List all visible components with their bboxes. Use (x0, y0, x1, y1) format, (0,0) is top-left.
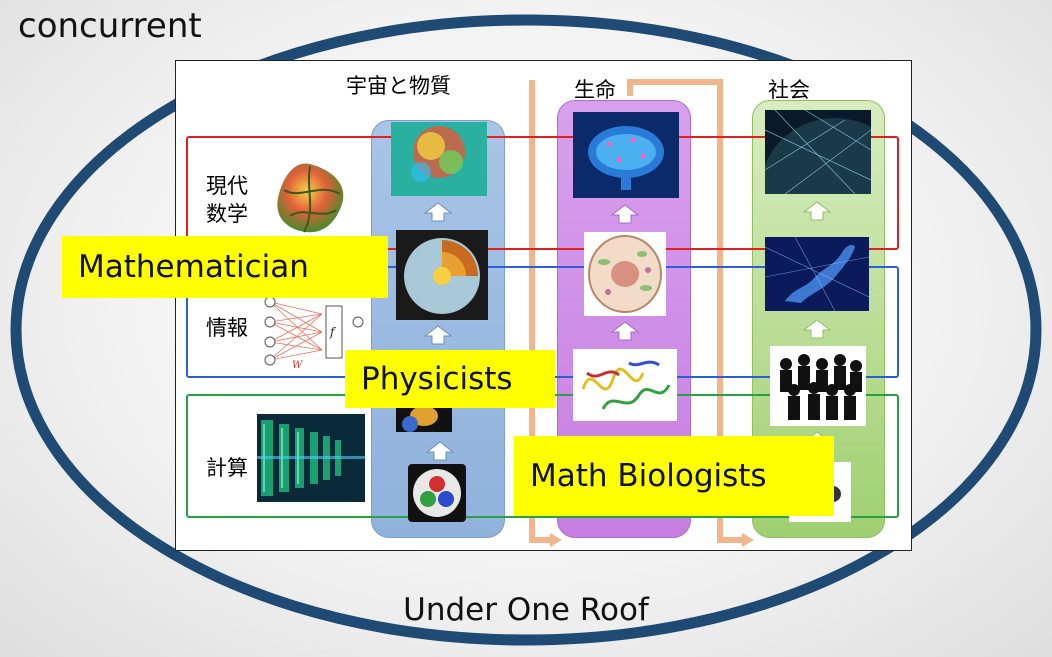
band-math (186, 136, 899, 250)
column-label-cosmos: 宇宙と物質 (346, 74, 451, 98)
math-surface-image (277, 163, 344, 233)
up-arrow-icon (610, 321, 640, 341)
neural-network-image: f W (264, 296, 364, 371)
row-label-math: 現代 数学 (206, 174, 248, 226)
callout-physicists: Physicists (345, 350, 555, 408)
supercomputer-image (257, 414, 365, 502)
earth-network-image (765, 110, 871, 194)
svg-text:W: W (292, 360, 303, 371)
particle-image (396, 406, 452, 432)
up-arrow-icon (423, 325, 453, 345)
crowd-image (770, 346, 866, 426)
up-arrow-icon (425, 441, 455, 461)
column-label-society: 社会 (768, 78, 810, 102)
planet-core-image (396, 230, 488, 320)
cell-image (584, 232, 666, 316)
row-label-info: 情報 (206, 316, 248, 340)
svg-text:f: f (329, 325, 337, 339)
protein-image (573, 349, 677, 421)
japan-map-image (765, 237, 869, 311)
up-arrow-icon (802, 319, 832, 339)
column-label-life: 生命 (574, 78, 616, 102)
up-arrow-icon (610, 204, 640, 224)
row-label-compute: 計算 (206, 456, 248, 480)
quarks-image (408, 464, 466, 522)
up-arrow-icon (802, 201, 832, 221)
callout-math-biologists: Math Biologists (514, 436, 834, 516)
simulation-image (391, 122, 487, 196)
footer-caption: Under One Roof (403, 592, 649, 628)
callout-mathematician: Mathematician (62, 236, 388, 298)
brain-image (573, 112, 679, 198)
corner-title: concurrent (18, 6, 202, 46)
up-arrow-icon (423, 202, 453, 222)
